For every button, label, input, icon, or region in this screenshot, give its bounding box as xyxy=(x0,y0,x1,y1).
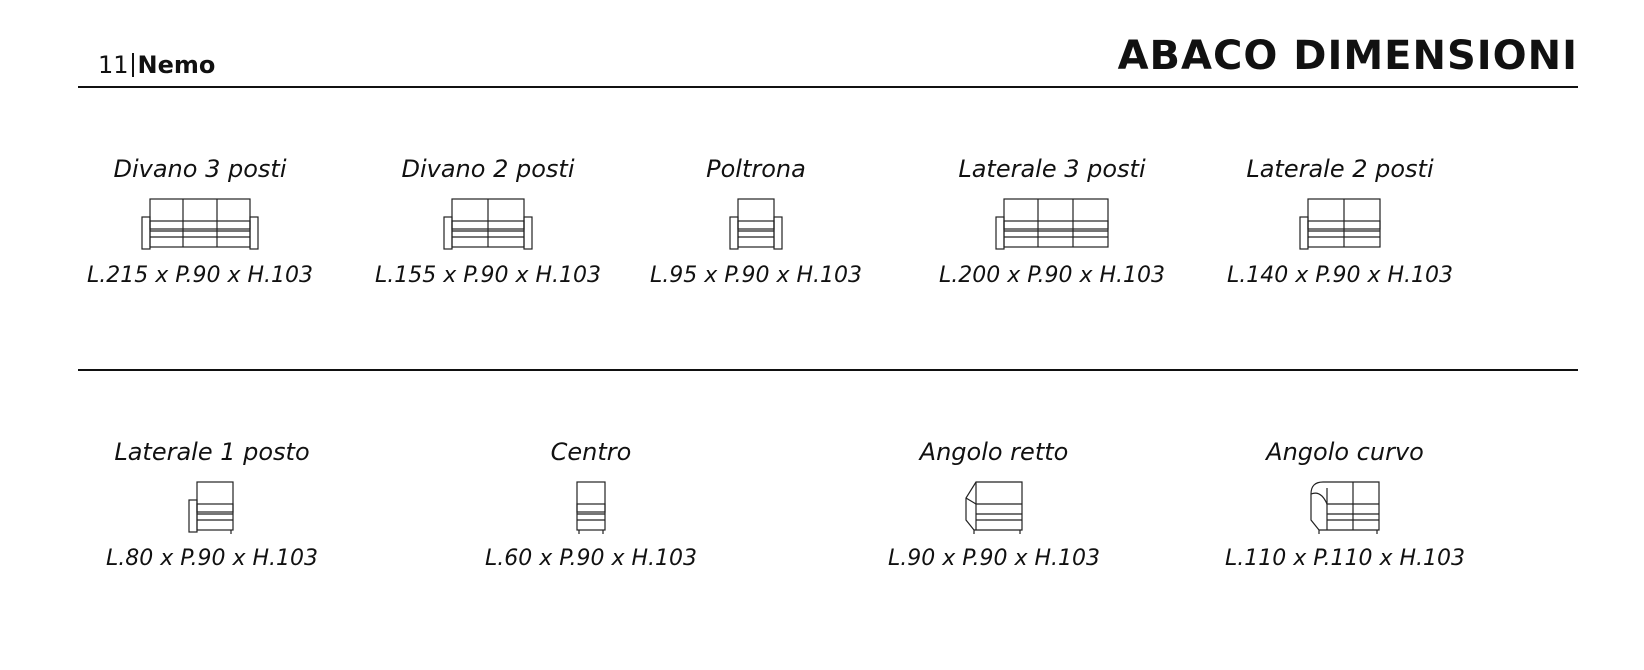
center-module-icon xyxy=(576,481,606,534)
sofa-3-seats-icon xyxy=(141,198,259,250)
product-dimensions: L.80 x P.90 x H.103 xyxy=(105,546,318,571)
product-dimensions: L.215 x P.90 x H.103 xyxy=(86,263,313,288)
page-number-brand: 11 Nemo xyxy=(98,53,215,77)
product-card: Divano 3 posti L.215 x P.90 x H.103 xyxy=(65,155,335,289)
product-dimensions: L.140 x P.90 x H.103 xyxy=(1226,263,1453,288)
product-name: Laterale 3 posti xyxy=(958,155,1146,183)
product-dimensions: L.200 x P.90 x H.103 xyxy=(938,263,1165,288)
header-divider xyxy=(78,86,1578,88)
side-3-seats-icon xyxy=(995,198,1109,250)
sofa-2-seats-icon xyxy=(443,198,533,250)
product-dimensions: L.95 x P.90 x H.103 xyxy=(649,263,862,288)
product-name: Angolo curvo xyxy=(1266,438,1424,466)
product-card: Centro L.60 x P.90 x H.103 xyxy=(456,438,726,572)
brand-name: Nemo xyxy=(137,51,216,79)
product-name: Centro xyxy=(550,438,632,466)
product-dimensions: L.155 x P.90 x H.103 xyxy=(374,263,601,288)
product-name: Laterale 1 posto xyxy=(114,438,310,466)
product-card: Angolo curvo L.110 x P.110 x H.103 xyxy=(1210,438,1480,572)
page-header: 11 Nemo ABACO DIMENSIONI xyxy=(78,26,1578,86)
side-1-seat-icon xyxy=(188,481,234,534)
product-name: Angolo retto xyxy=(919,438,1069,466)
side-2-seats-icon xyxy=(1299,198,1381,250)
product-name: Laterale 2 posti xyxy=(1246,155,1434,183)
product-card: Laterale 1 posto L.80 x P.90 x H.103 xyxy=(77,438,347,572)
page-number: 11 xyxy=(98,51,129,79)
armchair-icon xyxy=(729,198,783,250)
section-divider xyxy=(78,369,1578,371)
straight-corner-icon xyxy=(965,481,1023,534)
product-card: Divano 2 posti L.155 x P.90 x H.103 xyxy=(353,155,623,289)
product-name: Divano 3 posti xyxy=(113,155,287,183)
page-title: ABACO DIMENSIONI xyxy=(1117,33,1578,79)
product-name: Divano 2 posti xyxy=(401,155,575,183)
separator xyxy=(131,53,134,77)
product-card: Poltrona L.95 x P.90 x H.103 xyxy=(621,155,891,289)
product-name: Poltrona xyxy=(706,155,806,183)
curved-corner-icon xyxy=(1310,481,1380,534)
product-card: Laterale 2 posti L.140 x P.90 x H.103 xyxy=(1205,155,1475,289)
product-dimensions: L.90 x P.90 x H.103 xyxy=(887,546,1100,571)
product-dimensions: L.110 x P.110 x H.103 xyxy=(1224,546,1465,571)
product-dimensions: L.60 x P.90 x H.103 xyxy=(484,546,697,571)
product-card: Laterale 3 posti L.200 x P.90 x H.103 xyxy=(917,155,1187,289)
product-card: Angolo retto L.90 x P.90 x H.103 xyxy=(859,438,1129,572)
